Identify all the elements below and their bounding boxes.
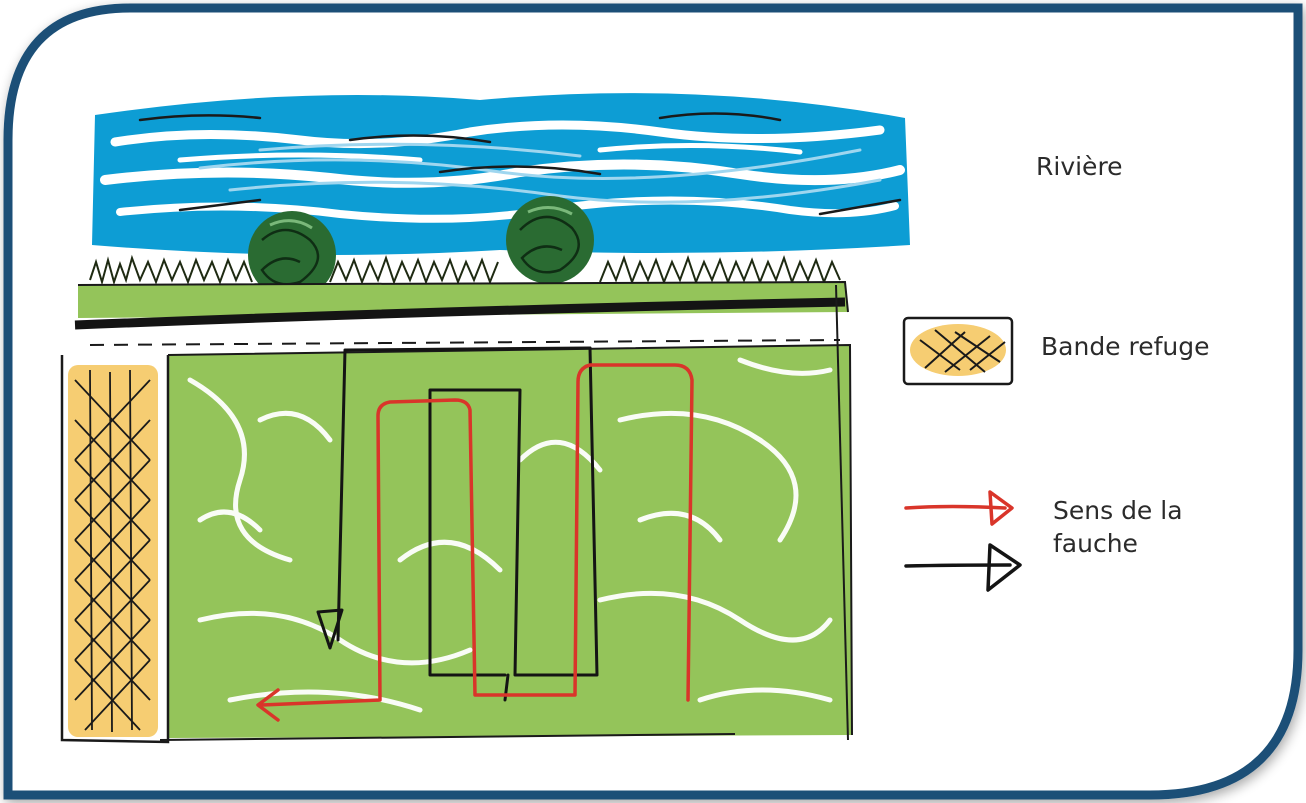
legend-refuge-swatch — [904, 318, 1012, 384]
river — [92, 93, 910, 255]
tree-right — [506, 196, 594, 284]
meadow-field — [160, 285, 852, 740]
legend-river-label: Rivière — [1036, 150, 1123, 183]
legend-mowing-direction-label: Sens de la fauche — [1053, 494, 1253, 560]
legend-refuge-label: Bande refuge — [1041, 330, 1210, 363]
refuge-strip — [62, 355, 168, 742]
